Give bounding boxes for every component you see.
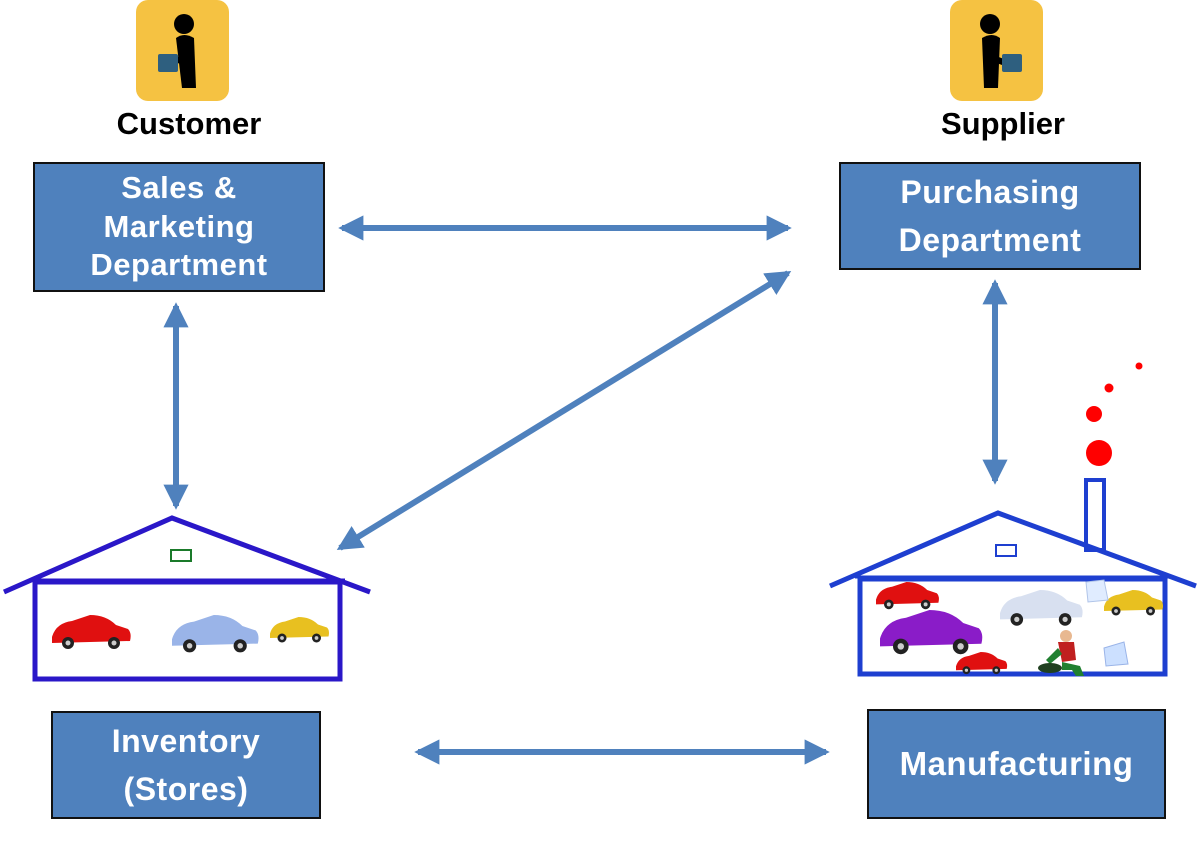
customer-icon: [136, 0, 229, 101]
purchasing-department-box: Purchasing Department: [839, 162, 1141, 270]
sales-marketing-department-box: Sales & Marketing Department: [33, 162, 325, 292]
inventory-line-2: (Stores): [123, 771, 249, 807]
glass-panel-icon: [1085, 579, 1129, 667]
smoke-puffs: [1086, 362, 1143, 466]
sales-line-3: Department: [90, 247, 268, 283]
worker-icon: [1038, 630, 1084, 676]
customer-label: Customer: [116, 106, 262, 141]
manufacturing-factory: [829, 362, 1197, 677]
inventory-stores-box: Inventory (Stores): [51, 711, 321, 819]
manufacturing-line-1: Manufacturing: [899, 745, 1134, 783]
manufacturing-box: Manufacturing: [867, 709, 1166, 819]
purchasing-line-1: Purchasing: [900, 174, 1080, 210]
purchasing-line-2: Department: [898, 222, 1082, 258]
inventory-line-1: Inventory: [111, 723, 261, 759]
sales-line-2: Marketing: [103, 208, 255, 244]
supplier-icon: [950, 0, 1043, 101]
arrow-purchasing-inventory: [336, 270, 792, 551]
supplier-label: Supplier: [940, 106, 1065, 141]
inventory-warehouse: [2, 515, 371, 682]
sales-line-1: Sales &: [121, 169, 237, 205]
